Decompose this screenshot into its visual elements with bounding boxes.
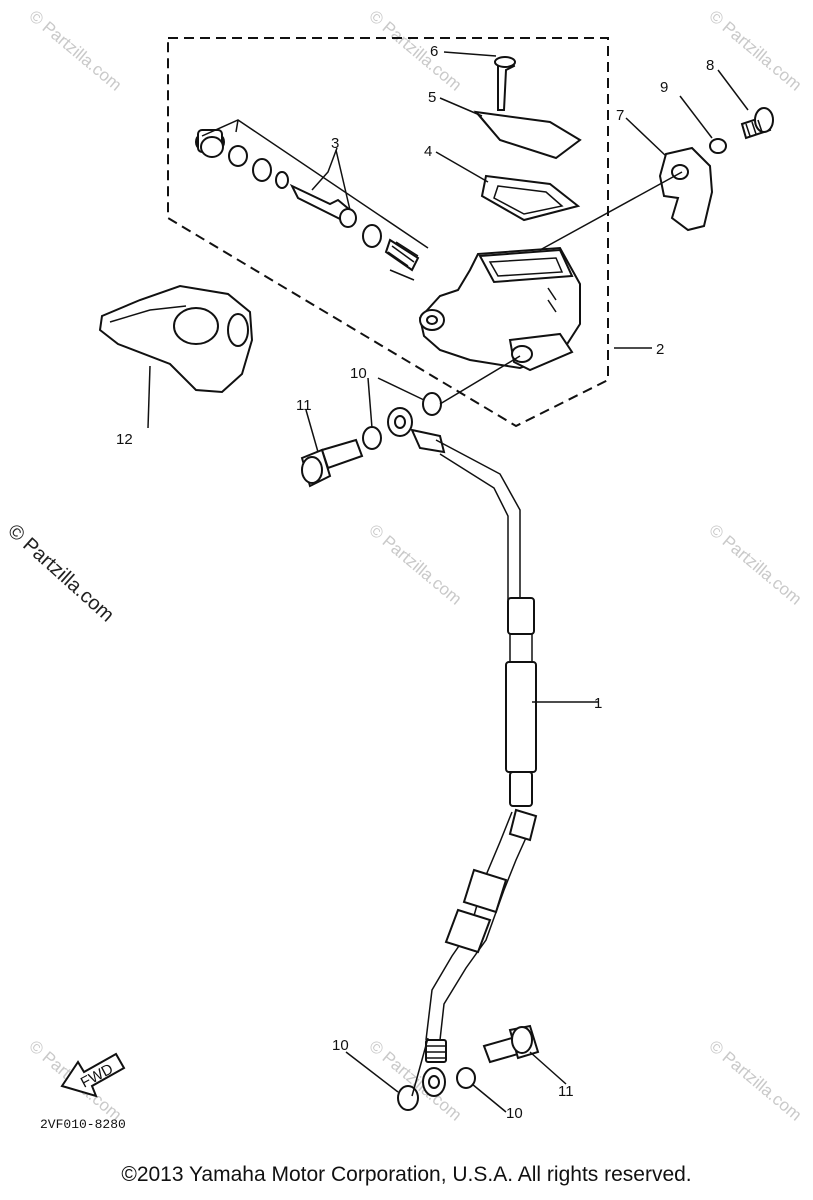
holder-and-bolt xyxy=(658,107,774,232)
callout-9: 9 xyxy=(660,79,668,96)
callout-11-top: 11 xyxy=(296,397,312,414)
union-bolt-top xyxy=(300,392,442,488)
callout-6: 6 xyxy=(430,43,438,60)
reservoir-cap-parts xyxy=(473,56,582,222)
watermark-top-right: © Partzilla.com xyxy=(705,7,805,95)
master-cylinder-body xyxy=(418,246,581,372)
leader-lines xyxy=(147,51,749,1113)
piston-kit-bracket xyxy=(201,119,429,281)
callout-numbers: 1 2 3 4 5 6 7 8 9 10 10 10 11 11 12 xyxy=(116,43,714,1122)
callout-12: 12 xyxy=(116,431,133,448)
watermark-top-center: © Partzilla.com xyxy=(365,7,465,95)
union-bolt-bottom xyxy=(397,1024,540,1111)
brake-hose xyxy=(387,407,538,1097)
watermark-bottom-right: © Partzilla.com xyxy=(705,1037,805,1125)
piston-kit-parts xyxy=(195,129,420,272)
watermark-top-left: © Partzilla.com xyxy=(25,7,125,95)
callout-11-bottom: 11 xyxy=(558,1083,574,1100)
callout-8: 8 xyxy=(706,57,714,74)
callout-10-bottom-right: 10 xyxy=(506,1105,523,1122)
callout-10-top: 10 xyxy=(350,365,367,382)
lever-cover xyxy=(98,284,254,394)
diagram-code: 2VF010-8280 xyxy=(40,1117,126,1132)
watermark-mid-right: © Partzilla.com xyxy=(705,521,805,609)
fwd-arrow: FWD xyxy=(60,1052,126,1098)
watermark-mid-center: © Partzilla.com xyxy=(365,521,465,609)
assembly-boundary xyxy=(167,37,609,428)
callout-2: 2 xyxy=(656,341,664,358)
callout-5: 5 xyxy=(428,89,436,106)
watermark-bottom-center: © Partzilla.com xyxy=(365,1037,465,1125)
callout-7: 7 xyxy=(616,107,624,124)
callout-10-bottom-left: 10 xyxy=(332,1037,349,1054)
callout-4: 4 xyxy=(424,143,432,160)
copyright-notice: ©2013 Yamaha Motor Corporation, U.S.A. A… xyxy=(121,1163,692,1186)
callout-1: 1 xyxy=(594,695,602,712)
callout-3: 3 xyxy=(331,135,339,152)
